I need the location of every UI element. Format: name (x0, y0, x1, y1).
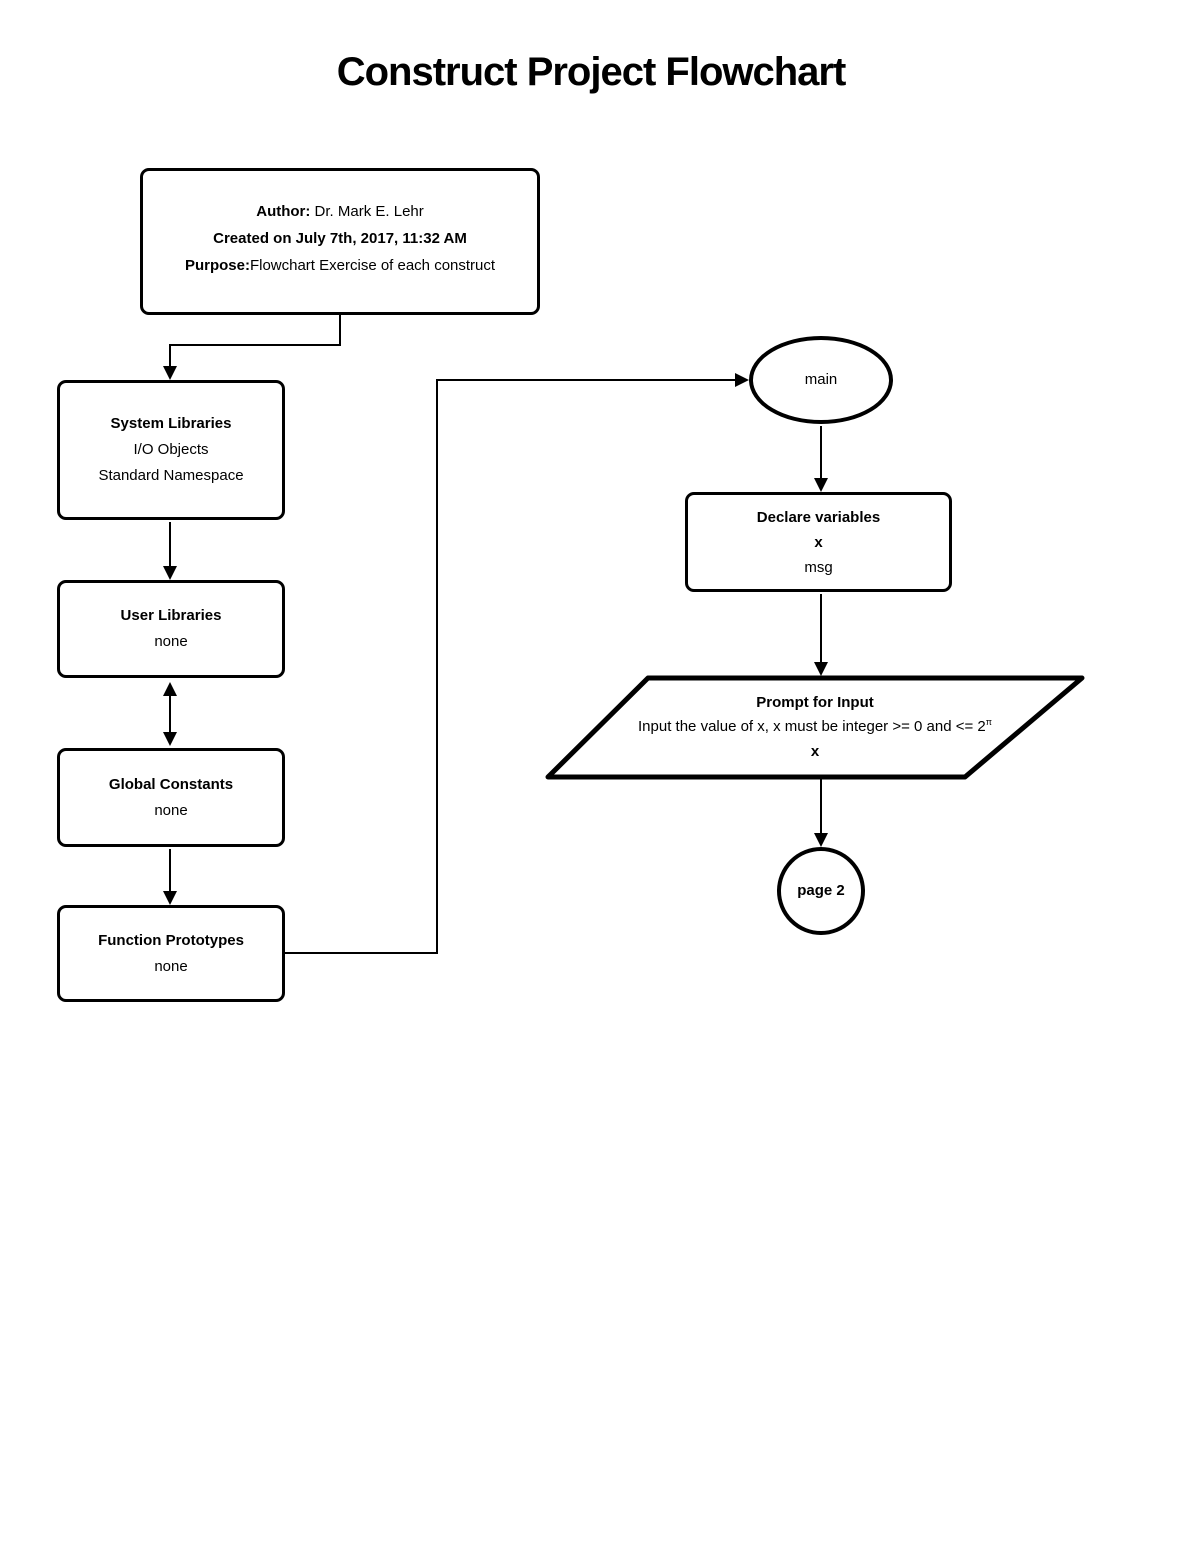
arrowhead-right-icon (735, 373, 749, 387)
connector-declare-to-prompt (814, 594, 828, 676)
created-line: Created on July 7th, 2017, 11:32 AM (213, 230, 467, 247)
node-system-libraries: System Libraries I/O Objects Standard Na… (57, 380, 285, 520)
offpage-connector-page-2: page 2 (777, 847, 865, 935)
connector-system-to-user-libraries (163, 522, 177, 580)
connector-author-to-system-libraries (163, 311, 341, 380)
node-line: msg (804, 558, 833, 576)
node-line: x (810, 742, 820, 760)
connector-global-to-function-prototypes (163, 849, 177, 905)
node-heading: Function Prototypes (98, 931, 244, 949)
purpose-line: Purpose:Flowchart Exercise of each const… (184, 257, 496, 274)
superscript: π (985, 717, 992, 728)
connector-user-to-global-constants (163, 682, 177, 746)
terminal-label: main (804, 371, 838, 388)
arrowhead-down-icon (163, 732, 177, 746)
connector-label: page 2 (797, 882, 845, 899)
node-heading: System Libraries (110, 415, 232, 432)
terminal-main: main (749, 336, 893, 424)
node-global-constants: Global Constants none (57, 748, 285, 847)
node-line: none (154, 633, 188, 650)
arrowhead-down-icon (814, 662, 828, 676)
arrowhead-down-icon (163, 366, 177, 380)
arrowhead-down-icon (814, 478, 828, 492)
io-prompt-for-input-shape (545, 675, 1085, 780)
node-line: I/O Objects (133, 441, 209, 458)
node-declare-variables: Declare variables x msg (685, 492, 952, 592)
connector-main-to-declare-variables (814, 426, 828, 492)
node-heading: Global Constants (108, 775, 234, 793)
io-prompt-for-input: Prompt for Input Input the value of x, x… (548, 680, 1082, 775)
node-line: x (814, 533, 823, 551)
author-label: Author: (256, 203, 311, 220)
node-line: Input the value of x, x must be integer … (638, 717, 992, 736)
connector-function-prototypes-to-main (285, 373, 749, 954)
node-heading: User Libraries (120, 607, 222, 624)
node-line: Standard Namespace (98, 467, 244, 484)
arrowhead-up-icon (163, 682, 177, 696)
page-title: Construct Project Flowchart (336, 50, 847, 94)
author-note-box: Author: Dr. Mark E. Lehr Created on July… (140, 168, 540, 315)
connector-prompt-to-page-2 (814, 779, 828, 847)
author-line: Author: Dr. Mark E. Lehr (256, 203, 424, 220)
node-heading: Prompt for Input (756, 693, 874, 711)
purpose-label: Purpose: (184, 257, 250, 274)
arrowhead-down-icon (163, 566, 177, 580)
node-user-libraries: User Libraries none (57, 580, 285, 678)
node-heading: Declare variables (756, 508, 881, 526)
arrowhead-down-icon (163, 891, 177, 905)
node-line: none (154, 801, 188, 819)
node-line: none (154, 957, 188, 975)
node-function-prototypes: Function Prototypes none (57, 905, 285, 1002)
arrowhead-down-icon (814, 833, 828, 847)
